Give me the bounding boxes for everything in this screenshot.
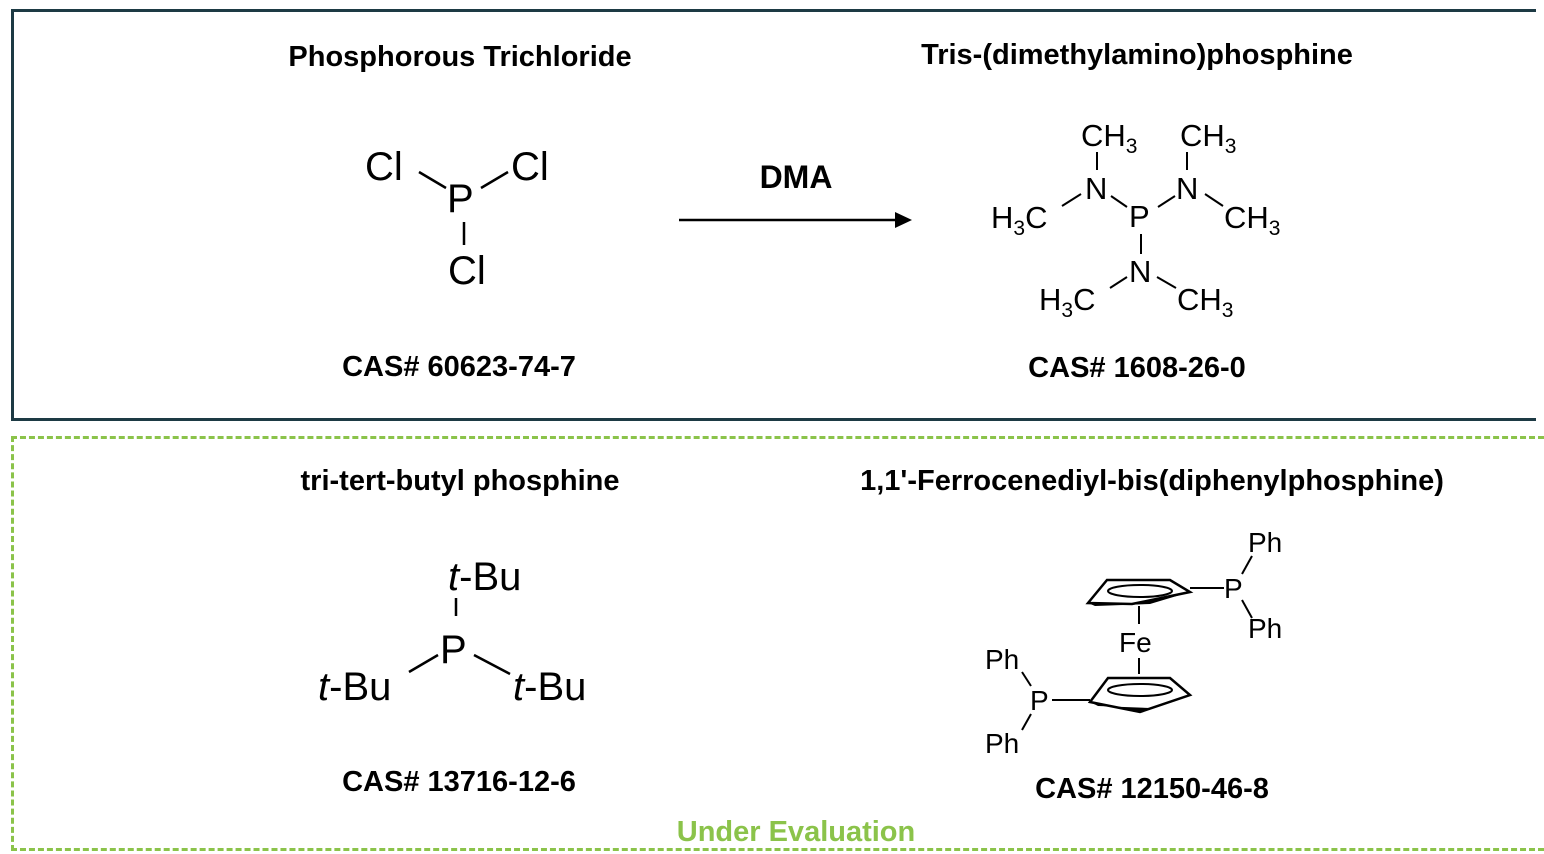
compound-name-tdap: Tris-(dimethylamino)phosphine [921, 39, 1353, 71]
methyl-group: CH3 [1177, 282, 1233, 322]
tert-butyl-group: t-Bu [318, 665, 391, 709]
aromatic-circle [1107, 683, 1173, 697]
bond [1021, 671, 1032, 687]
atom-p: P [1129, 199, 1150, 234]
methyl-group: CH3 [1180, 118, 1236, 158]
cas-number-tdap: CAS# 1608-26-0 [1028, 352, 1246, 384]
bond [473, 653, 511, 676]
phenyl-group: Ph [985, 728, 1019, 759]
atom-fe: Fe [1119, 627, 1152, 658]
atom-p: P [440, 628, 467, 672]
bond [1021, 713, 1032, 731]
cas-number-pcl3: CAS# 60623-74-7 [342, 351, 576, 383]
bond [418, 170, 447, 190]
atom-p: P [1030, 685, 1049, 716]
methyl-group: H3C [1039, 282, 1095, 322]
structure-pcl3: Cl Cl P Cl [365, 145, 549, 293]
cyclopentadienyl-ring [1085, 578, 1194, 606]
structure-dppf: P Ph Ph Fe P Ph Ph [985, 527, 1282, 759]
atom-cl: Cl [365, 145, 403, 189]
phenyl-group: Ph [1248, 613, 1282, 644]
under-evaluation-panel [11, 436, 1544, 851]
bond [480, 170, 509, 190]
bond [1204, 193, 1224, 207]
bond [1110, 195, 1128, 208]
compound-name-ttbp: tri-tert-butyl phosphine [300, 465, 620, 497]
phenyl-group: Ph [1248, 527, 1282, 558]
status-label: Under Evaluation [676, 816, 916, 848]
bond [1157, 195, 1176, 208]
atom-n: N [1085, 171, 1107, 206]
bond [1241, 599, 1253, 619]
ring-bold-edge [1088, 592, 1190, 606]
structure-ttbp: t-Bu P t-Bu t-Bu [318, 555, 586, 709]
compound-name-dppf: 1,1'-Ferrocenediyl-bis(diphenylphosphine… [860, 465, 1444, 497]
bond [1156, 276, 1177, 289]
structure-tdap: CH3 CH3 N N P H3C CH3 N H3C CH3 [991, 118, 1280, 322]
atom-p: P [1224, 573, 1243, 604]
atom-n: N [1176, 171, 1198, 206]
bond [408, 653, 439, 674]
atom-cl: Cl [511, 145, 549, 189]
bond [1061, 193, 1082, 207]
ring-bold-edge [1090, 695, 1190, 712]
bond [1109, 276, 1128, 289]
methyl-group: H3C [991, 200, 1047, 240]
reagent-label: DMA [759, 159, 833, 195]
atom-n: N [1129, 254, 1151, 289]
tert-butyl-group: t-Bu [448, 555, 521, 599]
reaction-arrow [679, 212, 912, 228]
top-panel [11, 9, 1536, 421]
cas-number-dppf: CAS# 12150-46-8 [1035, 773, 1269, 805]
tert-butyl-group: t-Bu [513, 665, 586, 709]
methyl-group: CH3 [1081, 118, 1137, 158]
compound-name-pcl3: Phosphorous Trichloride [288, 41, 632, 73]
aromatic-circle [1107, 584, 1173, 598]
methyl-group: CH3 [1224, 200, 1280, 240]
bond [1241, 555, 1253, 575]
cas-number-ttbp: CAS# 13716-12-6 [342, 766, 576, 798]
phenyl-group: Ph [985, 644, 1019, 675]
atom-cl: Cl [448, 249, 486, 293]
atom-p: P [447, 177, 474, 221]
